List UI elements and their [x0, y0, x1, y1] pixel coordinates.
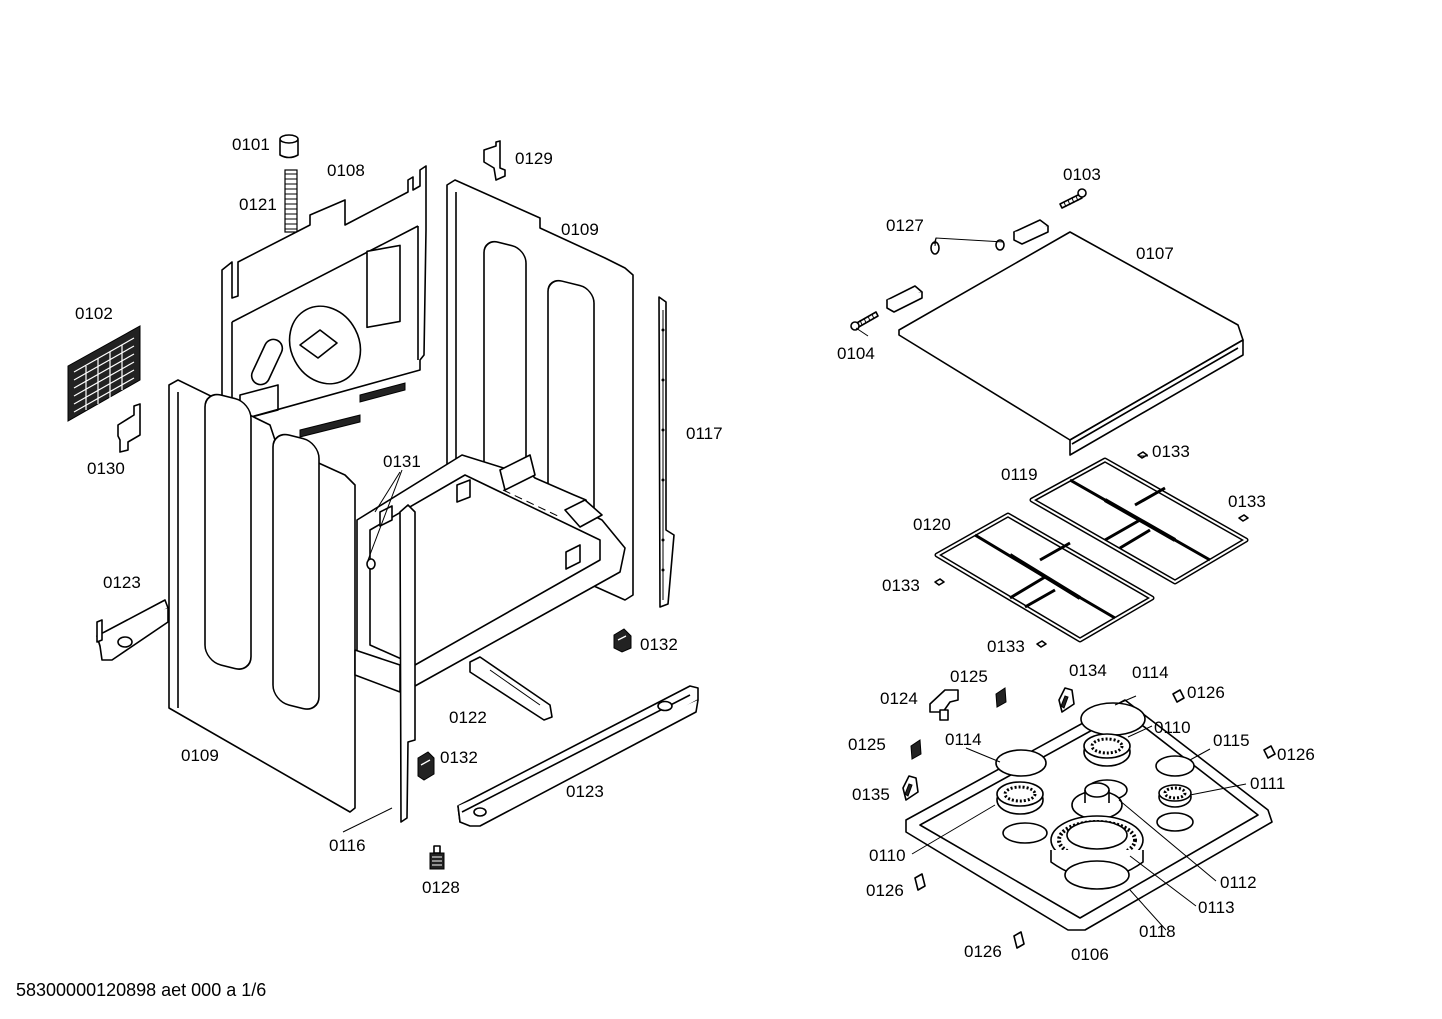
part-0117-trim-strip — [658, 296, 675, 608]
part-0104-screw — [850, 311, 879, 331]
part-0107-lid — [898, 231, 1244, 456]
label-0128: 0128 — [422, 878, 460, 897]
part-0133-feet — [934, 451, 1249, 648]
label-0102: 0102 — [75, 304, 113, 323]
part-0123-right-rail — [457, 685, 699, 827]
part-0102-grille — [67, 325, 141, 422]
label-0123-left: 0123 — [103, 573, 141, 592]
label-0122: 0122 — [449, 708, 487, 727]
part-0128-foot — [429, 845, 445, 870]
part-0127-hinges — [886, 219, 1049, 313]
label-0125-a: 0125 — [950, 667, 988, 686]
part-0111-burner — [1158, 784, 1192, 808]
leader-lines — [342, 237, 1247, 931]
label-0109-top: 0109 — [561, 220, 599, 239]
part-0125-switches — [910, 687, 1007, 760]
label-0133-b: 0133 — [1228, 492, 1266, 511]
label-0126-c: 0126 — [866, 881, 904, 900]
label-0132-b: 0132 — [440, 748, 478, 767]
label-0106: 0106 — [1071, 945, 1109, 964]
label-0117: 0117 — [686, 424, 723, 443]
label-0133-a: 0133 — [1152, 442, 1190, 461]
label-0125-b: 0125 — [848, 735, 886, 754]
part-0134-igniter — [1058, 687, 1075, 713]
label-0118: 0118 — [1139, 922, 1176, 941]
label-0123-right: 0123 — [566, 782, 604, 801]
part-0108-back-panel — [221, 165, 427, 438]
label-0115: 0115 — [1213, 731, 1250, 750]
part-0118-wok-burner-base — [1050, 850, 1144, 890]
part-0121-flex-pipe — [284, 169, 298, 233]
part-0109-left-side-panel — [168, 379, 356, 813]
document-footer: 58300000120898 aet 000 a 1/6 — [16, 980, 267, 1000]
label-0114-b: 0114 — [945, 730, 982, 749]
label-0119: 0119 — [1001, 465, 1038, 484]
part-0126-clips — [914, 689, 1276, 949]
label-0126-b: 0126 — [1277, 745, 1315, 764]
label-0101: 0101 — [232, 135, 270, 154]
part-0120-pan-support — [934, 512, 1155, 643]
part-0116-front-strip — [354, 504, 416, 823]
part-0132-clip-a — [613, 628, 632, 653]
label-0124: 0124 — [880, 689, 918, 708]
label-0133-c: 0133 — [882, 576, 920, 595]
label-0134: 0134 — [1069, 661, 1107, 680]
part-0129-bracket — [483, 140, 506, 181]
label-0126-a: 0126 — [1187, 683, 1225, 702]
label-0116: 0116 — [329, 836, 366, 855]
part-0101-cap — [279, 134, 299, 159]
label-0108: 0108 — [327, 161, 365, 180]
label-0110-a: 0110 — [1154, 718, 1191, 737]
part-0114-burner-caps — [995, 702, 1146, 777]
part-0135-igniter — [902, 775, 919, 801]
label-0133-d: 0133 — [987, 637, 1025, 656]
label-0114-a: 0114 — [1132, 663, 1169, 682]
label-0127: 0127 — [886, 216, 924, 235]
part-labels: 0101 0108 0121 0129 0109 0102 0130 0131 … — [75, 135, 1315, 964]
part-0110-burners — [996, 733, 1131, 815]
label-0103: 0103 — [1063, 165, 1101, 184]
part-0122-rail — [469, 656, 553, 721]
part-0123-left-rail — [96, 599, 169, 661]
part-0130-bracket — [117, 403, 141, 453]
label-0126-d: 0126 — [964, 942, 1002, 961]
part-0103-screw — [1059, 188, 1087, 209]
label-0111: 0111 — [1250, 774, 1285, 793]
part-0132-clip-b — [417, 751, 435, 781]
label-0132-a: 0132 — [640, 635, 678, 654]
label-0135: 0135 — [852, 785, 890, 804]
label-0112: 0112 — [1220, 873, 1257, 892]
label-0107: 0107 — [1136, 244, 1174, 263]
part-0124-knob — [929, 689, 959, 721]
part-0119-pan-support — [1029, 457, 1249, 585]
label-0121: 0121 — [239, 195, 277, 214]
label-0104: 0104 — [837, 344, 875, 363]
label-0120: 0120 — [913, 515, 951, 534]
label-0131: 0131 — [383, 452, 421, 471]
label-0129: 0129 — [515, 149, 553, 168]
label-0130: 0130 — [87, 459, 125, 478]
label-0110-b: 0110 — [869, 846, 906, 865]
part-0115-burner-cap — [1155, 755, 1195, 777]
label-0113: 0113 — [1198, 898, 1235, 917]
label-0109-bottom: 0109 — [181, 746, 219, 765]
